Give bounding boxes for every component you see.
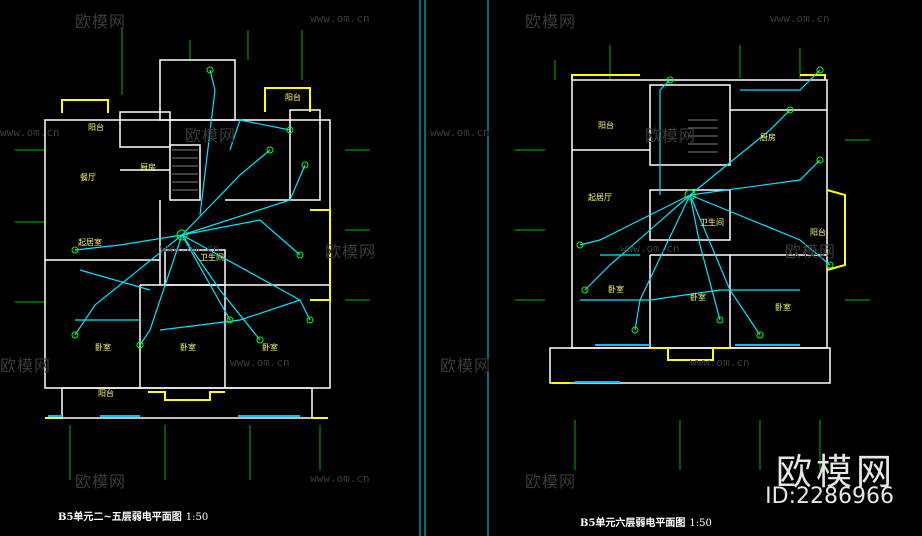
left-fixtures xyxy=(71,66,314,349)
left-wires xyxy=(74,69,311,346)
room-label: 阳台 xyxy=(598,120,614,130)
watermark-brand: 欧模网 xyxy=(525,12,577,31)
room-label: 卧室 xyxy=(690,292,706,302)
right-fixtures xyxy=(576,66,834,339)
watermark-url: www.om.cn xyxy=(690,356,750,369)
left-room-labels: 阳台 厨房 餐厅 起居室 卧室 卧室 卧室 阳台 卫生间 阳台 xyxy=(78,92,301,398)
watermark-brand: 欧模网 xyxy=(325,242,377,261)
room-label: 卧室 xyxy=(608,284,624,294)
room-label: 厨房 xyxy=(760,132,776,142)
watermark-brand: 欧模网 xyxy=(525,472,577,491)
room-label: 阳台 xyxy=(88,122,104,132)
watermark-url: www.om.cn xyxy=(230,356,290,369)
watermark-url: www.om.cn xyxy=(430,126,490,139)
watermark-url: www.om.cn xyxy=(620,242,680,255)
right-glass xyxy=(575,344,800,383)
watermark-url: www.om.cn xyxy=(310,12,370,25)
right-wires xyxy=(579,69,831,336)
watermark-brand: 欧模网 xyxy=(185,126,237,145)
room-label: 阳台 xyxy=(810,227,826,237)
room-label: 起居室 xyxy=(78,237,102,247)
room-label: 卫生间 xyxy=(200,252,224,262)
drawing-scale: 1:50 xyxy=(689,518,712,529)
brand-logo-text: 欧模网 xyxy=(775,452,896,493)
model-id: ID:2286966 xyxy=(765,484,894,509)
right-stair xyxy=(688,119,718,153)
frame-lines xyxy=(419,0,489,536)
watermark-url: www.om.cn xyxy=(0,126,60,139)
watermark-url: www.om.cn xyxy=(310,472,370,485)
room-label: 卧室 xyxy=(775,302,791,312)
watermark-brand: 欧模网 xyxy=(75,472,127,491)
left-axis-lines xyxy=(15,28,370,480)
right-floor-plan: 阳台 厨房 起居厅 卧室 卧室 卧室 卫生间 阳台 xyxy=(515,45,870,470)
watermark-brand: 欧模网 xyxy=(75,12,127,31)
room-label: 阳台 xyxy=(98,388,114,398)
watermark-brand: 欧模网 xyxy=(645,126,697,145)
room-label: 起居厅 xyxy=(588,193,612,202)
room-label: 阳台 xyxy=(285,92,301,102)
drawing-title-text: B5单元二~五层弱电平面图 xyxy=(58,512,182,523)
room-label: 餐厅 xyxy=(80,173,96,182)
left-windows xyxy=(45,87,331,419)
right-windows xyxy=(552,74,846,384)
room-label: 卧室 xyxy=(95,342,111,352)
room-label: 卧室 xyxy=(180,342,196,352)
left-floor-plan: 阳台 厨房 餐厅 起居室 卧室 卧室 卧室 阳台 卫生间 阳台 xyxy=(15,28,370,480)
room-label: 卫生间 xyxy=(700,217,724,227)
left-stair xyxy=(172,149,198,191)
watermark-brand: 欧模网 xyxy=(785,242,837,261)
watermark-brand: 欧模网 xyxy=(0,356,52,375)
watermark-brand: 欧模网 xyxy=(440,356,492,375)
right-room-labels: 阳台 厨房 起居厅 卧室 卧室 卧室 卫生间 阳台 xyxy=(588,120,826,312)
watermark-url: www.om.cn xyxy=(160,242,220,255)
drawing-title-text: B5单元六层弱电平面图 xyxy=(580,518,686,529)
room-label: 厨房 xyxy=(140,162,156,172)
drawing-scale: 1:50 xyxy=(185,512,209,523)
watermark-url: www.om.cn xyxy=(770,12,830,25)
room-label: 卧室 xyxy=(262,342,278,352)
